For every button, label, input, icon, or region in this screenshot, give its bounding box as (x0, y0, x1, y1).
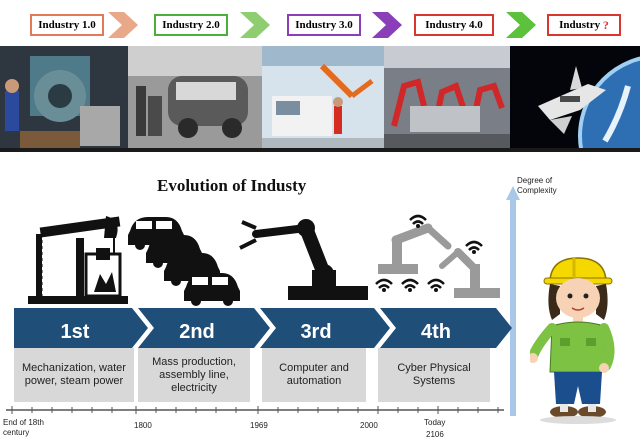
complexity-axis-arrow (506, 186, 520, 416)
stage-band-1st (14, 308, 148, 348)
stage-label-2nd: 2nd (179, 321, 215, 343)
label-industry-3: Industry 3.0 (287, 14, 361, 36)
stage-description-3rd: Computer and automation (262, 348, 366, 402)
oil-pump-icon (28, 216, 128, 304)
complexity-axis-label: Degree of Complexity (517, 176, 557, 195)
label-industry-4: Industry 4.0 (414, 14, 494, 36)
diagram-title: Evolution of Industy (157, 176, 307, 195)
label-industry-2: Industry 2.0 (154, 14, 228, 36)
timeline-tick-1800: 1800 (134, 421, 152, 430)
label-industry-next: Industry ? (547, 14, 621, 36)
timeline-tick-2000: 2000 (360, 421, 378, 430)
timeline-axis (6, 406, 504, 414)
chevron-arrow-4 (506, 12, 536, 38)
timeline-tick-1969: 1969 (250, 421, 268, 430)
chevron-arrow-2 (240, 12, 270, 38)
chevron-arrow-1 (108, 12, 138, 38)
photo-industry-1 (0, 46, 128, 150)
stage-label-1st: 1st (60, 321, 90, 343)
photo-industry-3 (262, 46, 384, 150)
photo-strip-border (0, 148, 640, 152)
stage-label-3rd: 3rd (300, 321, 332, 343)
stage-label-4th: 4th (421, 321, 451, 343)
stage-band (14, 308, 512, 348)
cars-icon (128, 217, 240, 306)
timeline-end-label: 2106 (426, 430, 444, 439)
stage-band-4th (380, 308, 512, 348)
stage-band-3rd (260, 308, 390, 348)
photo-industry-4 (384, 46, 510, 150)
label-industry-1: Industry 1.0 (30, 14, 104, 36)
stage-description-2nd: Mass production, assembly line, electric… (138, 348, 250, 402)
stage-description-1st: Mechanization, water power, steam power (14, 348, 134, 402)
timeline-today-label: Today (424, 418, 446, 427)
robot-arm-icon (239, 219, 368, 300)
chevron-arrow-3 (372, 12, 402, 38)
worker-character-illustration (530, 257, 616, 424)
photo-industry-2 (128, 46, 262, 150)
photo-space-shuttle (510, 46, 640, 150)
stage-band-2nd (138, 308, 270, 348)
timeline-start-label: End of 18th century (3, 418, 44, 437)
stage-description-4th: Cyber Physical Systems (378, 348, 490, 402)
connected-robots-icon (375, 214, 500, 298)
